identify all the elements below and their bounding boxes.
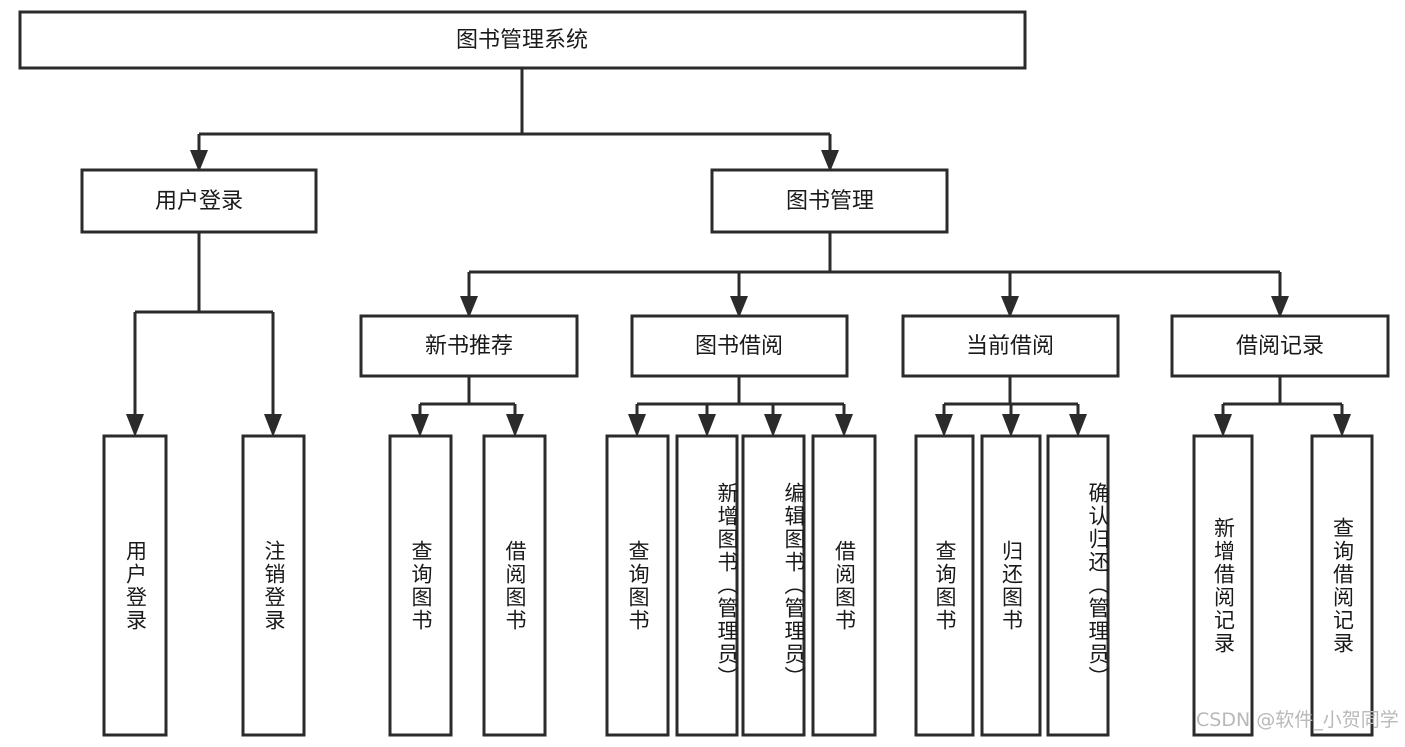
node-leaf-edit-book-box[interactable] (741, 434, 806, 737)
arrow-icon (730, 296, 748, 318)
arrow-icon (411, 414, 429, 437)
arrow-icon (1271, 296, 1289, 318)
node-current-borrow-label: 当前借阅 (966, 334, 1054, 359)
node-current-borrow-box[interactable] (901, 314, 1120, 378)
node-new-book-recommend-box[interactable] (359, 314, 579, 378)
arrow-icon (190, 150, 208, 172)
node-borrow-record[interactable]: 借阅记录 (1170, 314, 1390, 378)
node-leaf-borrow-book-2-box[interactable] (811, 434, 877, 737)
arrowhead-layer (126, 150, 1351, 437)
arrow-icon (935, 414, 953, 437)
node-current-borrow[interactable]: 当前借阅 (901, 314, 1120, 378)
arrow-icon (1333, 414, 1351, 437)
arrow-icon (126, 414, 144, 437)
watermark-text: CSDN @软件_小贺同学 (1196, 709, 1399, 731)
arrow-icon (460, 296, 478, 318)
node-leaf-logout-box[interactable] (241, 434, 306, 737)
node-root[interactable]: 图书管理系统 (18, 10, 1027, 70)
node-book-borrow-label: 图书借阅 (695, 334, 783, 359)
node-leaf-query-book-2-box[interactable] (605, 434, 670, 737)
node-leaf-confirm-return-box[interactable] (1046, 434, 1110, 737)
arrow-icon (698, 414, 716, 437)
node-user-login-label: 用户登录 (155, 189, 243, 214)
node-book-manage[interactable]: 图书管理 (710, 168, 949, 234)
node-new-book-recommend-label: 新书推荐 (425, 334, 513, 359)
node-leaf-query-book-3-box[interactable] (914, 434, 975, 737)
arrow-icon (1001, 296, 1019, 318)
arrow-icon (764, 414, 782, 437)
node-user-login[interactable]: 用户登录 (80, 168, 318, 234)
node-borrow-record-box[interactable] (1170, 314, 1390, 378)
node-leaf-borrow-book-1-box[interactable] (482, 434, 547, 737)
node-book-manage-box[interactable] (710, 168, 949, 234)
arrow-icon (1069, 414, 1087, 437)
node-book-borrow[interactable]: 图书借阅 (630, 314, 849, 378)
arrow-icon (628, 414, 646, 437)
node-leaf-add-record-box[interactable] (1192, 434, 1254, 737)
arrow-icon (1002, 414, 1020, 437)
arrow-icon (1214, 414, 1232, 437)
leaf-box-layer[interactable] (102, 434, 1374, 737)
node-leaf-query-book-1-box[interactable] (388, 434, 453, 737)
node-root-box[interactable] (18, 10, 1027, 70)
node-root-label: 图书管理系统 (456, 28, 588, 53)
node-leaf-user-login-box[interactable] (102, 434, 168, 737)
node-user-login-box[interactable] (80, 168, 318, 234)
node-leaf-return-book-box[interactable] (980, 434, 1042, 737)
node-leaf-add-book-box[interactable] (675, 434, 739, 737)
node-book-manage-label: 图书管理 (786, 189, 874, 214)
arrow-icon (264, 414, 282, 437)
arrow-icon (835, 414, 853, 437)
node-borrow-record-label: 借阅记录 (1236, 334, 1324, 359)
arrow-icon (821, 150, 839, 172)
node-leaf-query-record-box[interactable] (1310, 434, 1374, 737)
node-new-book-recommend[interactable]: 新书推荐 (359, 314, 579, 378)
node-book-borrow-box[interactable] (630, 314, 849, 378)
arrow-icon (506, 414, 524, 437)
